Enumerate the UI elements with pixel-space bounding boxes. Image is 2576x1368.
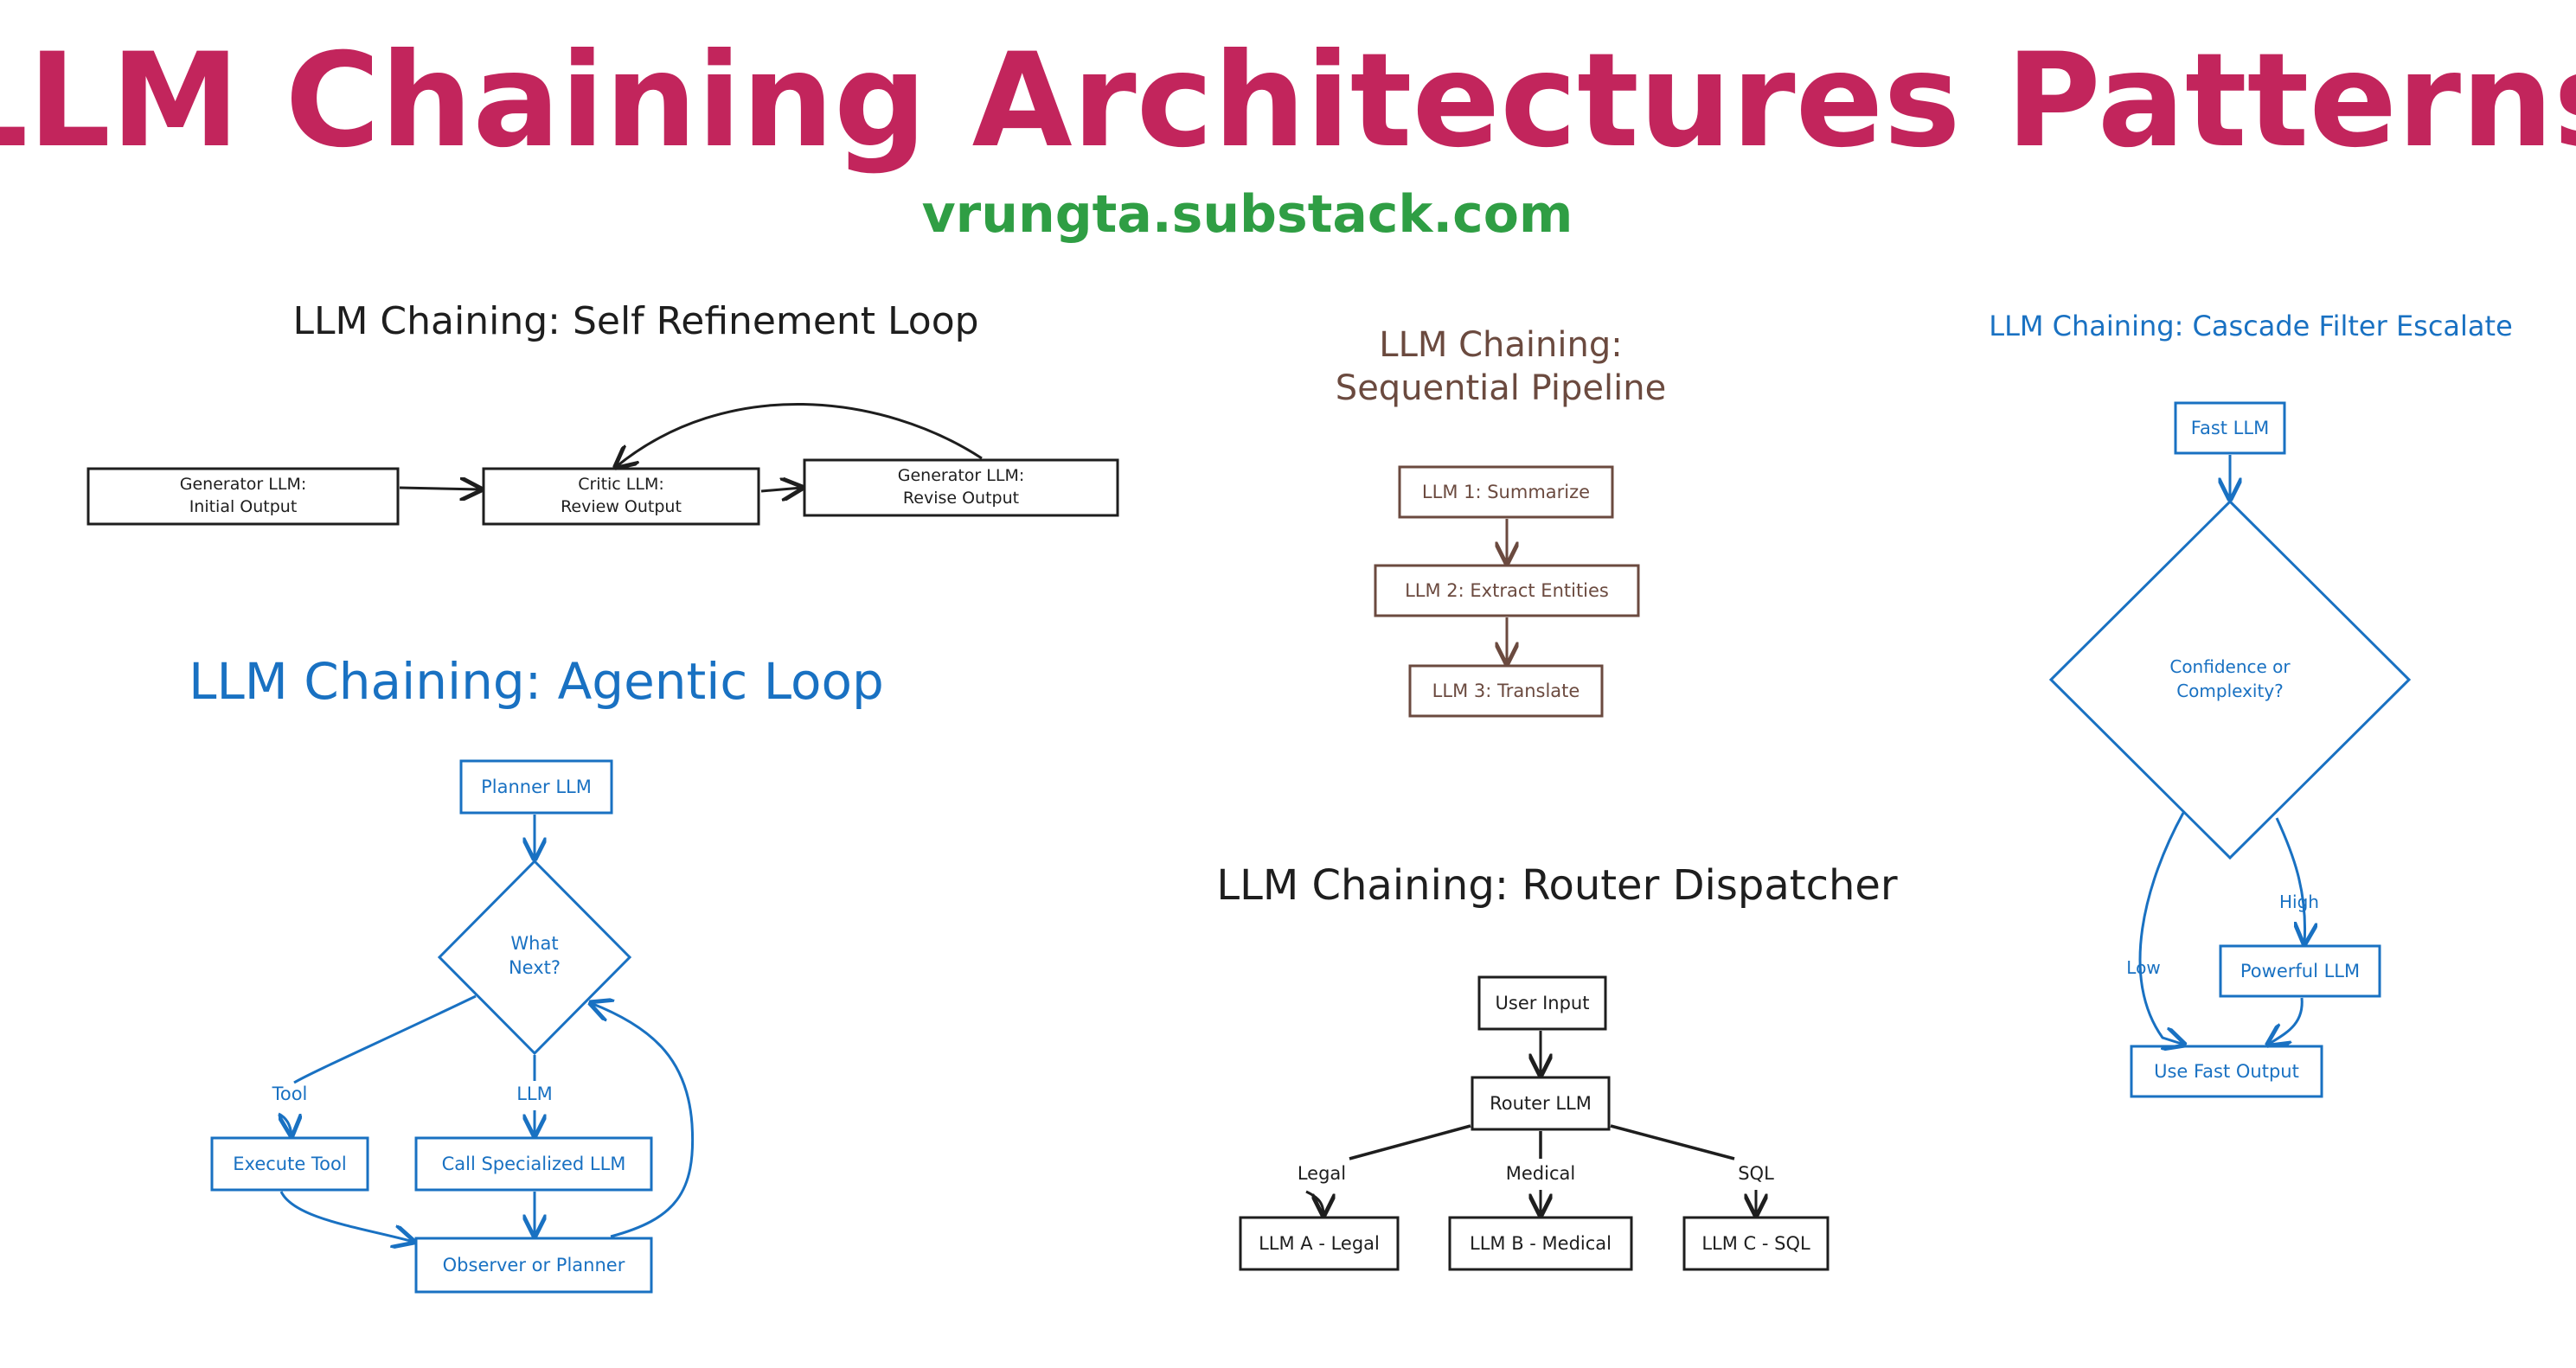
critic-review-label-line2: Review Output — [561, 497, 682, 516]
what-next-line1: What — [510, 933, 558, 954]
agentic-loop-diagram: LLM Chaining: Agentic Loop Planner LLM W… — [189, 652, 884, 1294]
planner-llm-label: Planner LLM — [481, 777, 592, 797]
use-fast-output-label: Use Fast Output — [2154, 1061, 2299, 1082]
arrow-powerful-to-output — [2268, 997, 2304, 1045]
llm-edge-label: LLM — [516, 1084, 553, 1104]
arrow-tool-to-execute — [278, 1112, 292, 1135]
step-extract-label: LLM 2: Extract Entities — [1405, 580, 1609, 601]
router-llm-node: Router LLM — [1471, 1076, 1611, 1131]
generator-initial-label-line1: Generator LLM: — [180, 475, 307, 494]
legal-edge-label: Legal — [1298, 1163, 1346, 1184]
medical-edge-label: Medical — [1506, 1163, 1575, 1184]
fast-llm-node: Fast LLM — [2174, 401, 2286, 455]
arrow-initial-to-critic — [399, 488, 481, 489]
fast-llm-label: Fast LLM — [2191, 418, 2269, 438]
sequential-pipeline-diagram: LLM Chaining: Sequential Pipeline LLM 1:… — [1336, 325, 1666, 718]
arrow-decision-low — [2138, 812, 2184, 1045]
tool-edge-label: Tool — [272, 1084, 308, 1104]
step-translate-node: LLM 3: Translate — [1408, 664, 1604, 718]
agentic-heading: LLM Chaining: Agentic Loop — [189, 652, 884, 711]
powerful-llm-label: Powerful LLM — [2240, 961, 2360, 981]
router-llm-label: Router LLM — [1490, 1093, 1592, 1114]
critic-review-node: Critic LLM: Review Output — [482, 467, 760, 526]
step-extract-node: LLM 2: Extract Entities — [1374, 564, 1640, 617]
step-translate-label: LLM 3: Translate — [1432, 681, 1580, 701]
use-fast-output-node: Use Fast Output — [2130, 1045, 2323, 1098]
confidence-decision-line1: Confidence or — [2169, 656, 2291, 677]
router-heading: LLM Chaining: Router Dispatcher — [1216, 861, 1898, 910]
user-input-label: User Input — [1496, 993, 1590, 1013]
cascade-diagram: LLM Chaining: Cascade Filter Escalate Fa… — [1989, 310, 2513, 1098]
page-title: LLM Chaining Architectures Patterns — [0, 26, 2576, 176]
what-next-line2: Next? — [509, 957, 561, 978]
critic-review-label-line1: Critic LLM: — [578, 475, 664, 494]
generator-initial-node: Generator LLM: Initial Output — [87, 467, 400, 526]
observer-planner-node: Observer or Planner — [414, 1237, 653, 1294]
cascade-heading: LLM Chaining: Cascade Filter Escalate — [1989, 310, 2513, 342]
confidence-decision-node: Confidence or Complexity? — [2048, 499, 2412, 860]
call-specialized-llm-label: Call Specialized LLM — [442, 1154, 626, 1174]
arrow-execute-to-observer — [279, 1191, 413, 1242]
arrow-observer-back-to-decision — [591, 1003, 695, 1238]
arrow-decision-tool — [293, 994, 477, 1084]
llm-c-sql-label: LLM C - SQL — [1701, 1233, 1810, 1254]
observer-planner-label: Observer or Planner — [443, 1255, 625, 1275]
self-refinement-diagram: LLM Chaining: Self Refinement Loop Gener… — [87, 299, 1119, 526]
generator-revise-label-line2: Revise Output — [903, 489, 1019, 508]
llm-a-legal-label: LLM A - Legal — [1259, 1233, 1380, 1254]
low-edge-label: Low — [2126, 957, 2160, 978]
llm-b-medical-node: LLM B - Medical — [1448, 1216, 1633, 1271]
arrow-decision-high — [2275, 817, 2305, 943]
execute-tool-node: Execute Tool — [210, 1136, 369, 1192]
sql-edge-label: SQL — [1738, 1163, 1774, 1184]
llm-a-legal-node: LLM A - Legal — [1239, 1216, 1400, 1271]
generator-revise-node: Generator LLM: Revise Output — [803, 458, 1119, 517]
call-specialized-llm-node: Call Specialized LLM — [414, 1136, 653, 1192]
high-edge-label: High — [2279, 892, 2319, 912]
llm-c-sql-node: LLM C - SQL — [1682, 1216, 1829, 1271]
sequential-heading-line2: Sequential Pipeline — [1336, 368, 1666, 408]
page-subtitle: vrungta.substack.com — [922, 184, 1573, 245]
confidence-decision-line2: Complexity? — [2176, 681, 2284, 701]
sequential-heading-line1: LLM Chaining: — [1379, 325, 1622, 365]
execute-tool-label: Execute Tool — [233, 1154, 346, 1174]
arrow-router-legal — [1349, 1124, 1471, 1160]
powerful-llm-node: Powerful LLM — [2219, 944, 2381, 998]
arrow-revise-back-to-critic — [616, 403, 983, 467]
self-refinement-heading: LLM Chaining: Self Refinement Loop — [292, 299, 978, 343]
generator-initial-label-line2: Initial Output — [189, 497, 298, 516]
router-dispatcher-diagram: LLM Chaining: Router Dispatcher User Inp… — [1216, 861, 1898, 1271]
generator-revise-label-line1: Generator LLM: — [898, 466, 1025, 485]
what-next-decision-node: What Next? — [437, 859, 632, 1056]
user-input-node: User Input — [1477, 975, 1607, 1031]
step-summarize-node: LLM 1: Summarize — [1398, 465, 1614, 519]
planner-llm-node: Planner LLM — [459, 759, 613, 815]
llm-b-medical-label: LLM B - Medical — [1470, 1233, 1612, 1254]
arrow-legal-to-llm-a — [1305, 1190, 1323, 1215]
arrow-router-sql — [1610, 1124, 1735, 1160]
step-summarize-label: LLM 1: Summarize — [1422, 482, 1590, 502]
arrow-critic-to-revise — [760, 488, 802, 491]
